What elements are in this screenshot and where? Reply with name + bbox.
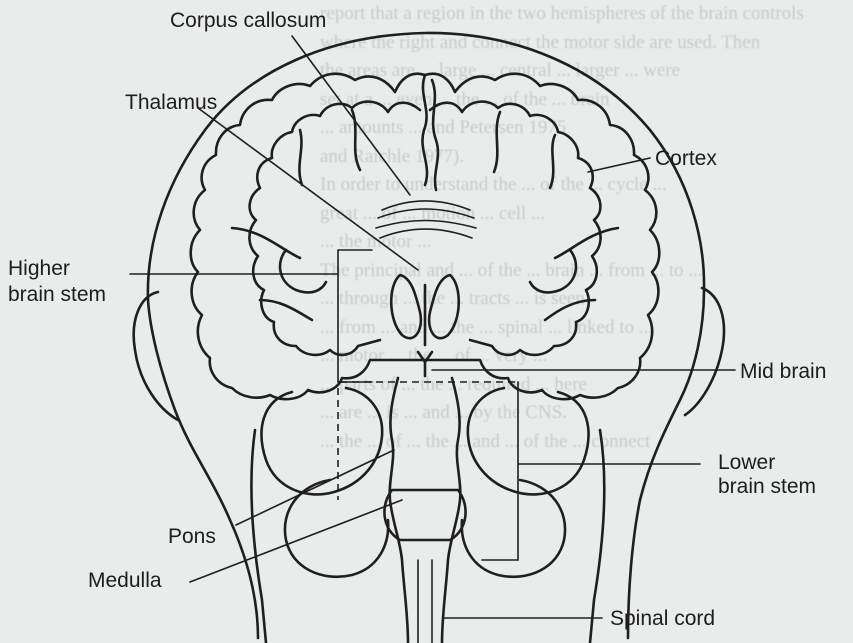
sulcus (494, 112, 500, 172)
label-pons: Pons (168, 526, 216, 548)
brain-stem-right (442, 378, 460, 643)
label-higher-brain-stem-1: Higher (8, 258, 70, 280)
label-mid-brain: Mid brain (740, 361, 826, 383)
cerebellum-right (462, 480, 565, 577)
higher-brain-stem-bracket (338, 250, 372, 382)
label-lower-brain-stem-2: brain stem (718, 476, 816, 498)
thalamus-left (391, 275, 421, 338)
leader-medulla (190, 500, 402, 582)
label-medulla: Medulla (88, 570, 162, 592)
brain-stem-left (390, 378, 408, 643)
lower-brain-stem-bracket (482, 382, 518, 560)
right-lateral-sulcus (530, 250, 576, 292)
corpus-callosum-arc (380, 229, 472, 238)
neck-left (251, 430, 266, 643)
neck-right (590, 430, 604, 643)
thalamus-right (429, 275, 459, 338)
left-temporal-lobe (262, 388, 383, 494)
label-thalamus: Thalamus (125, 92, 217, 114)
label-lower-brain-stem-1: Lower (718, 452, 775, 474)
sulcus (232, 228, 300, 258)
leader-cortex (588, 158, 650, 172)
corpus-callosum-arc (376, 221, 476, 229)
left-lateral-sulcus (280, 250, 326, 292)
label-cortex: Cortex (655, 148, 717, 170)
leader-thalamus (198, 108, 418, 270)
label-higher-brain-stem-2: brain stem (8, 284, 106, 306)
corpus-callosum-arc (378, 209, 474, 218)
sulcus (299, 130, 302, 185)
aqueduct (418, 352, 432, 376)
leader-pons (236, 450, 394, 525)
sulcus (550, 135, 555, 188)
sulcus (555, 228, 618, 258)
label-spinal-cord: Spinal cord (610, 608, 715, 630)
fissure-right (432, 80, 438, 190)
label-corpus-callosum: Corpus callosum (170, 10, 326, 32)
right-temporal-lobe (468, 388, 589, 494)
longitudinal-fissure (422, 75, 427, 185)
